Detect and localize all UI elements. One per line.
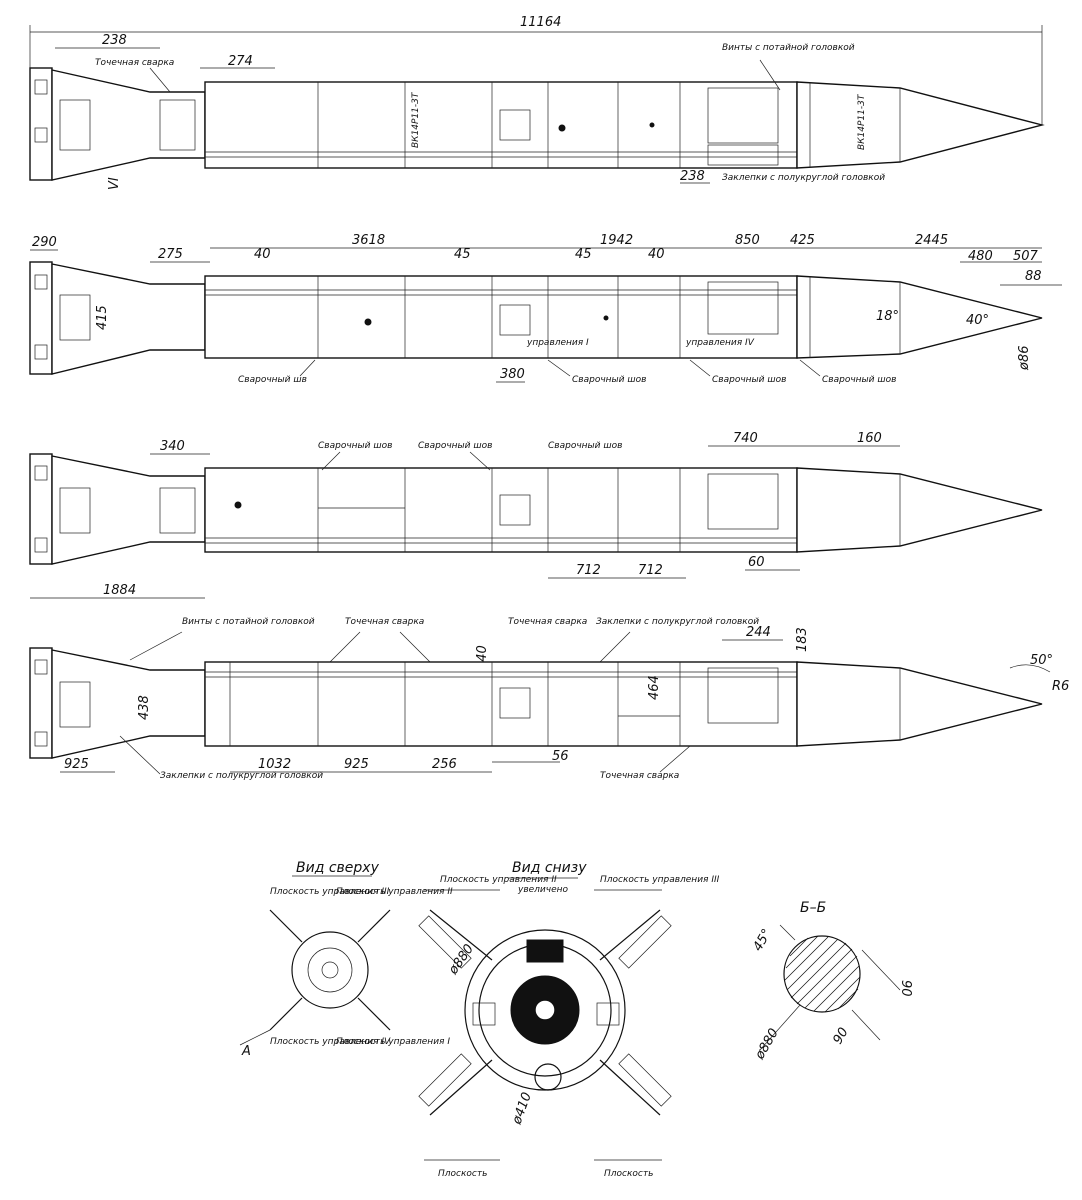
section-view: Б–Б 45° ø880 90 90 <box>750 900 913 1063</box>
note-weld-seam-2b: Сварочный шов <box>572 375 646 385</box>
note-weld-seam-2d: Сварочный шов <box>822 375 896 385</box>
dim-925-a: 1032 <box>258 757 291 772</box>
dim-238-top: 238 <box>102 33 127 48</box>
top-view-plane-2: Плоскость управления II <box>336 887 453 897</box>
section-dim-90-a: 90 <box>830 1025 851 1047</box>
dim-712-b: 712 <box>638 563 663 578</box>
note-weld-seam-2a: Сварочный шв <box>238 375 307 385</box>
note-spot-welding-1: Точечная сварка <box>95 58 174 68</box>
dim-464: 925 <box>64 757 89 772</box>
engine-nozzle <box>29 67 53 181</box>
note-rivets-round-head-4b: Заклепки с полукруглой головкой <box>160 771 323 781</box>
bottom-view-diameter-880: ø880 <box>445 942 477 978</box>
dim-1942: 1942 <box>600 233 633 248</box>
label-control-plane-1: управления I <box>526 338 589 348</box>
mark-vi: VI <box>107 177 122 190</box>
dim-40-b: 40 <box>648 247 665 262</box>
section-angle-45: 45° <box>750 927 775 954</box>
dim-160: 160 <box>857 431 882 446</box>
dim-340: 340 <box>160 439 185 454</box>
section-hatching <box>784 935 861 1013</box>
bottom-view: Плоскость управления II Вид снизу увелич… <box>418 860 720 1179</box>
note-screws-countersunk-1: Винты с потайной головкой <box>722 43 855 53</box>
dim-415: 415 <box>95 305 110 330</box>
dim-256: 56 <box>552 749 569 764</box>
stamp-mark-1: ВК14Р11-3Т <box>411 91 421 148</box>
dim-925-b: 256 <box>432 757 457 772</box>
dim-3618: 3618 <box>352 233 385 248</box>
dim-r6: R6 <box>1052 679 1069 694</box>
dim-1032: 925 <box>344 757 369 772</box>
angle-50: 50° <box>1030 653 1053 668</box>
note-weld-seam-3c: Сварочный шов <box>548 441 622 451</box>
section-diameter-880: ø880 <box>752 1026 782 1063</box>
dim-60: 60 <box>748 555 765 570</box>
top-view-plane-3: Плоскость управления III <box>270 887 390 897</box>
dim-425: 425 <box>790 233 815 248</box>
dim-45-b: 45 <box>575 247 592 262</box>
side-view-3: 340 740 160 Сварочный шов Сварочный шов … <box>29 431 1043 599</box>
dim-244: 244 <box>746 625 771 640</box>
dim-40-a: 40 <box>254 247 271 262</box>
dim-275: 275 <box>158 247 183 262</box>
dim-480: 480 <box>968 249 993 264</box>
angle-18: 18° <box>876 309 899 324</box>
dim-507: 507 <box>1013 249 1039 264</box>
dim-850: 850 <box>735 233 760 248</box>
dim-274: 274 <box>228 54 253 69</box>
section-title: Б–Б <box>800 900 826 916</box>
dim-1884: 1884 <box>103 583 136 598</box>
angle-40: 40° <box>966 313 989 328</box>
note-screws-countersunk-4: Винты с потайной головкой <box>182 617 315 627</box>
bottom-view-title: Вид снизу <box>512 860 587 876</box>
bottom-view-plane-lower-right: Плоскость <box>604 1169 653 1179</box>
dim-88: 88 <box>1025 269 1042 284</box>
bottom-view-plane-2: Плоскость управления II <box>440 875 557 885</box>
dim-45-a: 45 <box>454 247 471 262</box>
bottom-view-subtitle: увеличено <box>517 885 569 895</box>
bottom-view-diameter-410: ø410 <box>509 1090 535 1127</box>
bottom-view-plane-lower-left: Плоскость <box>438 1169 487 1179</box>
label-control-plane-4: управления IV <box>685 338 755 348</box>
note-rivets-round-head-4a: Заклепки с полукруглой головкой <box>596 617 759 627</box>
top-view: Вид сверху Плоскость управления III Плос… <box>239 860 453 1059</box>
top-view-plane-1: Плоскость управления I <box>336 1037 450 1047</box>
top-view-plane-4: Плоскость управления IV <box>270 1037 391 1047</box>
dim-d86: ø86 <box>1017 346 1032 372</box>
section-dim-90-b: 90 <box>898 980 913 997</box>
bottom-view-plane-3: Плоскость управления III <box>600 875 720 885</box>
stamp-mark-2: ВК14Р11-3Т <box>857 93 867 150</box>
note-spot-welding-4a: Точечная сварка <box>345 617 424 627</box>
note-rivets-round-head-1: Заклепки с полукруглой головкой <box>722 173 885 183</box>
dim-380: 380 <box>500 367 525 382</box>
top-view-title: Вид сверху <box>296 860 380 876</box>
side-view-4: Винты с потайной головкой Точечная сварк… <box>29 617 1069 781</box>
nose-cone <box>796 81 1045 169</box>
note-weld-seam-2c: Сварочный шов <box>712 375 786 385</box>
note-spot-welding-4c: Точечная сварка <box>600 771 679 781</box>
dim-56: 464 <box>647 675 662 700</box>
side-view-1: 11164 238 274 ВК14Р11-3Т ВК14Р11-3Т VI <box>29 15 1045 190</box>
note-weld-seam-3b: Сварочный шов <box>418 441 492 451</box>
side-view-2: 290 275 40 3618 45 1942 45 40 850 425 24… <box>29 233 1062 385</box>
dim-183: 183 <box>795 627 810 652</box>
note-weld-seam-3a: Сварочный шов <box>318 441 392 451</box>
note-spot-welding-4b: Точечная сварка <box>508 617 587 627</box>
dim-238-bottom: 238 <box>680 169 705 184</box>
dim-712-a: 712 <box>576 563 601 578</box>
tail-section <box>51 69 206 181</box>
dim-438: 438 <box>137 695 152 720</box>
dim-290: 290 <box>32 235 57 250</box>
dim-overall-length: 11164 <box>520 15 561 30</box>
view-arrow-a: А <box>241 1044 251 1059</box>
dim-740: 740 <box>733 431 758 446</box>
dim-2445: 2445 <box>915 233 948 248</box>
